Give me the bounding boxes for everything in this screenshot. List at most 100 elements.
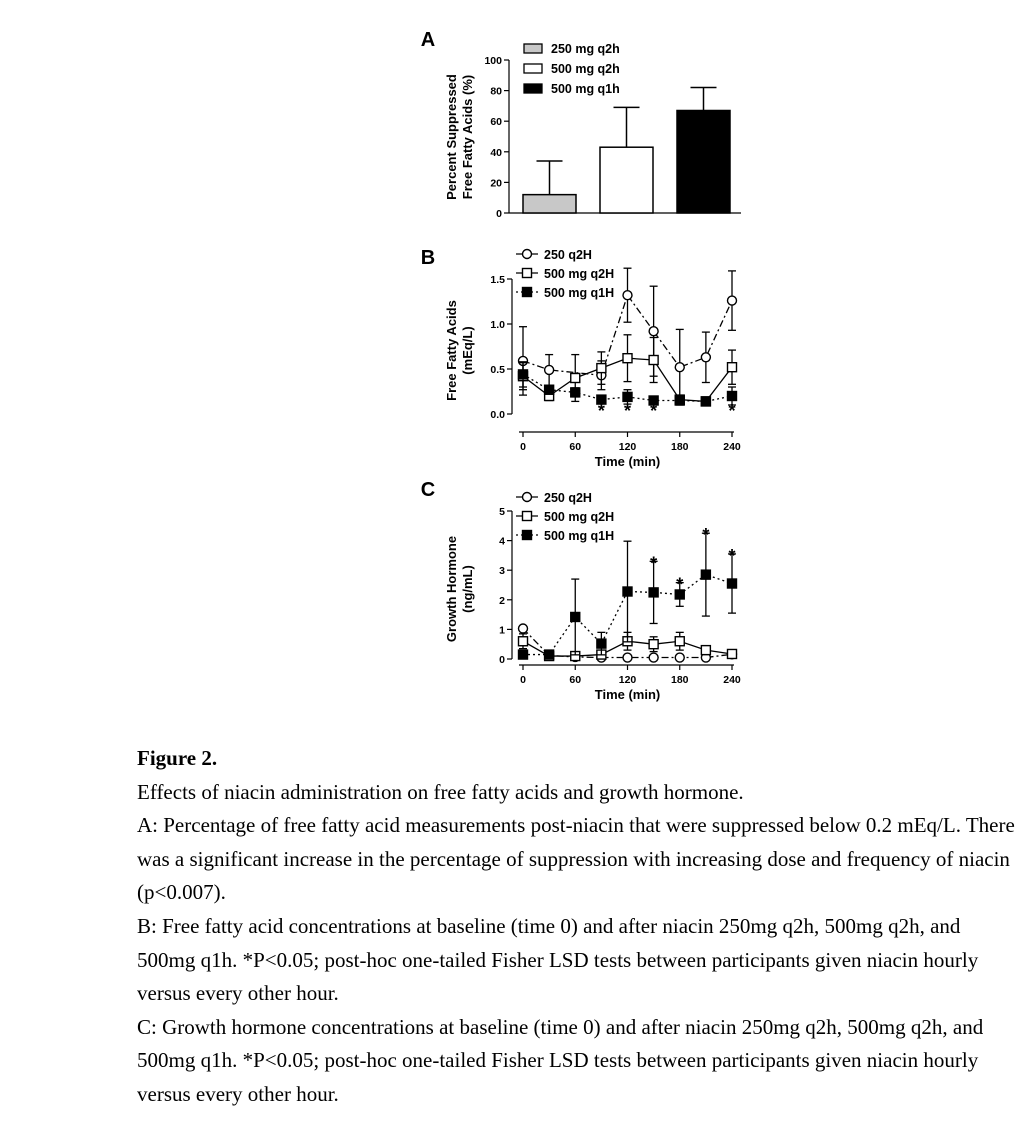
legend-swatch [523, 43, 543, 54]
legend-label: 500 mg q1H [544, 286, 614, 300]
x-tick-label: 60 [569, 674, 581, 686]
y-tick-label: 1.5 [490, 274, 505, 286]
data-point [622, 586, 633, 597]
data-point [726, 578, 738, 589]
significance-star: * [624, 401, 631, 421]
legend-label: 500 mg q2H [544, 267, 614, 281]
data-point [596, 394, 607, 405]
significance-star: * [676, 575, 683, 595]
y-tick-label: 4 [499, 536, 505, 548]
data-point [700, 644, 712, 656]
y-tick-label: 3 [499, 565, 505, 577]
caption-line-3: B: Free fatty acid concentrations at bas… [137, 913, 979, 1006]
data-point [648, 395, 659, 406]
x-axis-label: Time (min) [595, 687, 661, 702]
data-point [543, 384, 555, 395]
data-point [726, 362, 738, 373]
x-tick-label: 240 [723, 441, 741, 453]
x-tick-label: 0 [520, 441, 526, 453]
caption-line-4: C: Growth hormone concentrations at base… [137, 1014, 984, 1106]
data-point [648, 652, 659, 663]
legend-label: 250 q2H [544, 248, 592, 262]
y-tick-label: 80 [490, 86, 502, 98]
x-tick-label: 0 [520, 674, 526, 686]
data-point [622, 353, 633, 364]
significance-star: * [650, 401, 657, 421]
legend-marker [521, 248, 533, 260]
panel-letter: C [421, 479, 435, 501]
legend-swatch [523, 83, 543, 94]
data-point [596, 362, 607, 374]
significance-star: * [650, 553, 657, 573]
data-point [570, 387, 581, 398]
data-point [674, 395, 685, 406]
data-point [648, 326, 659, 337]
x-tick-label: 120 [619, 441, 637, 453]
legend-label: 250 q2H [544, 491, 592, 505]
y-tick-label: 20 [490, 177, 502, 189]
data-point [700, 569, 712, 580]
data-point [517, 623, 529, 634]
significance-star: * [728, 401, 735, 421]
data-point [622, 391, 633, 403]
y-axis-label: Growth Hormone(ng/mL) [444, 536, 475, 642]
data-point [596, 638, 607, 649]
legend-marker [521, 286, 533, 298]
data-point [674, 652, 685, 663]
bar [676, 109, 731, 214]
x-tick-label: 180 [671, 441, 689, 453]
y-axis-label: Free Fatty Acids(mEq/L) [444, 300, 475, 401]
data-point [700, 396, 712, 407]
bar [522, 193, 577, 214]
data-point [517, 369, 529, 380]
x-tick-label: 180 [671, 674, 689, 686]
legend-label: 250 mg q2h [551, 42, 620, 56]
series-line [523, 573, 733, 656]
data-point [570, 372, 581, 384]
figure-caption: Figure 2. Effects of niacin administrati… [137, 742, 1017, 1112]
data-point [648, 587, 659, 598]
legend-marker [521, 529, 533, 541]
y-tick-label: 1 [499, 624, 505, 636]
data-point [622, 652, 633, 663]
y-tick-label: 2 [499, 595, 505, 607]
x-tick-label: 240 [723, 674, 741, 686]
y-axis-label: Percent SuppressedFree Fatty Acids (%) [444, 74, 475, 200]
data-point [700, 352, 712, 363]
data-point [726, 295, 738, 306]
y-tick-label: 0 [499, 654, 505, 666]
legend-marker [521, 267, 533, 279]
data-point [622, 290, 633, 301]
significance-star: * [598, 401, 605, 421]
data-point [517, 636, 529, 647]
caption-line-2: A: Percentage of free fatty acid measure… [137, 813, 1015, 905]
legend-label: 500 mg q1H [544, 529, 614, 543]
panel-letter: B [421, 247, 435, 269]
x-tick-label: 120 [619, 674, 637, 686]
data-point [543, 364, 555, 376]
y-tick-label: 5 [499, 506, 505, 518]
panel-letter-a: A [421, 29, 435, 51]
caption-title: Figure 2. [137, 746, 218, 770]
data-point [570, 611, 581, 623]
caption-line-1: Effects of niacin administration on free… [137, 779, 744, 804]
data-point [648, 354, 659, 366]
data-point [517, 649, 529, 660]
y-tick-label: 0.0 [490, 409, 505, 421]
y-tick-label: 60 [490, 116, 502, 128]
data-point [726, 648, 738, 660]
legend-marker [521, 491, 533, 503]
x-tick-label: 60 [569, 441, 581, 453]
x-axis-label: Time (min) [595, 454, 661, 469]
data-point [674, 589, 685, 600]
legend-label: 500 mg q1h [551, 82, 620, 96]
y-tick-label: 0.5 [490, 364, 505, 376]
y-tick-label: 0 [496, 208, 502, 220]
legend-swatch [523, 63, 543, 74]
data-point [674, 636, 685, 647]
significance-star: * [702, 525, 709, 545]
